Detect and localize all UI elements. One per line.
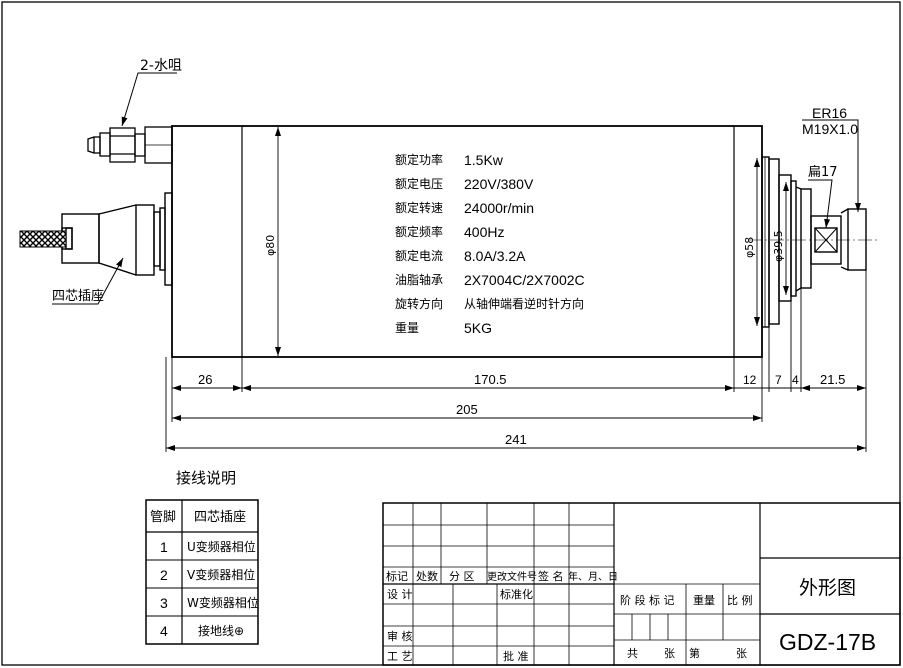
tb-sheet-no: 第 [689,646,700,660]
spec-value: 2X7004C/2X7002C [464,272,585,288]
spec-value: 8.0A/3.2A [464,248,526,264]
flat-label: 扁17 [808,165,838,180]
tb-weight: 重量 [693,593,715,607]
wiring-header-socket: 四芯插座 [194,510,246,525]
dim-21: 21.5 [820,372,845,387]
dim-4: 4 [792,373,799,387]
spec-value: 1.5Kw [464,152,504,168]
dim-phi80: φ80 [264,127,281,356]
tb-approve: 批 准 [503,649,529,663]
phi39-label: φ39.5 [772,230,785,262]
collet-leader: ER16 M19X1.0 [802,105,861,212]
connector-leader: 四芯插座 [52,257,124,305]
tb-rev-date: 年、月、日 [568,570,618,583]
thread-label: M19X1.0 [802,121,858,137]
front-flange [761,156,812,328]
four-core-connector [61,192,173,286]
wiring-pin: 2 [160,567,168,583]
flat-leader: 扁17 [808,165,838,229]
dim-170: 170.5 [474,372,507,387]
spec-label: 额定转速 [395,200,443,215]
phi80-label: φ80 [264,235,277,256]
tb-total: 共 [627,647,638,660]
spec-value: 从轴伸端看逆时针方向 [464,296,584,311]
spec-value: 5KG [464,320,492,336]
nozzle-label: 2-水咀 [140,58,182,74]
spec-label: 旋转方向 [395,296,443,311]
phi58-label: φ58 [743,237,756,258]
wiring-pin: 3 [160,595,168,611]
spec-label: 额定电压 [395,176,443,191]
tb-standardize: 标准化 [500,587,533,601]
wiring-table: 接线说明 管脚 四芯插座 1 U变频器相位 2 V变频器相位 3 W变频器相位 … [145,469,259,645]
tb-rev-count: 处数 [416,570,438,583]
spec-label: 额定电流 [395,248,443,263]
dim-241: 241 [505,432,527,447]
dim-26: 26 [198,372,212,387]
tb-stage-mark: 阶 段 标 记 [620,593,675,607]
tb-drawing-no: GDZ-17B [779,629,876,655]
wiring-header-pin: 管脚 [150,509,176,525]
water-nozzle [87,126,173,164]
nozzle-leader: 2-水咀 [121,58,182,127]
tb-rev-zone: 分 区 [449,570,475,583]
spec-value: 24000r/min [464,200,534,216]
tb-sheets: 张 [664,647,675,660]
collet-label: ER16 [812,105,847,121]
spec-label: 额定频率 [395,224,443,239]
connector-label: 四芯插座 [52,289,104,304]
spec-list: 额定功率 1.5Kw 额定电压 220V/380V 额定转速 24000r/mi… [395,152,585,336]
tb-rev-doc: 更改文件号 [487,570,537,583]
spec-value: 220V/380V [464,176,534,192]
spec-label: 重量 [395,321,419,335]
spec-value: 400Hz [464,224,504,240]
dim-phi58: φ58 [743,158,760,326]
spec-label: 额定功率 [395,152,443,167]
wiring-desc: U变频器相位 [187,539,256,554]
tb-review: 审 核 [387,629,413,643]
dim-7: 7 [775,373,782,387]
dim-205: 205 [456,402,478,417]
shaft-nose [810,208,867,271]
cable [19,230,67,248]
tb-design: 设 计 [387,588,413,601]
dim-12: 12 [743,373,757,387]
tb-drawing-name: 外形图 [799,577,856,599]
title-block: 标记 处数 分 区 更改文件号 签 名 年、月、日 设 计 标准化 审 核 工 … [382,502,901,666]
wiring-title: 接线说明 [176,469,236,487]
wiring-desc: W变频器相位 [187,595,259,610]
tb-scale: 比 例 [727,593,753,607]
tb-rev-sign: 签 名 [538,569,564,583]
wiring-pin: 1 [160,539,168,555]
spec-label: 油脂轴承 [395,272,443,287]
wiring-desc: 接地线⊕ [198,623,244,638]
tb-sheets2: 张 [736,647,747,660]
wiring-pin: 4 [160,623,168,639]
tb-rev-mark: 标记 [386,569,408,583]
dim-phi39: φ39.5 [772,182,789,295]
wiring-desc: V变频器相位 [187,567,255,582]
tb-process: 工 艺 [387,650,413,663]
length-dimensions [165,270,867,452]
length-dim-labels: 26 170.5 12 7 4 21.5 205 241 [198,372,845,447]
